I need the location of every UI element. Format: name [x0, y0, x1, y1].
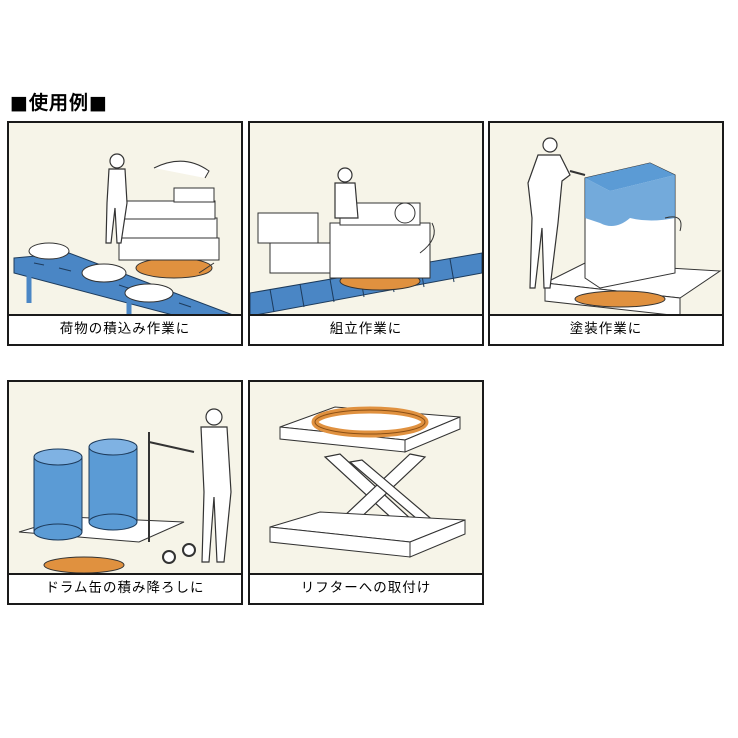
panel-caption: ドラム缶の積み降ろしに — [9, 573, 241, 603]
usage-panel-assembly: 組立作業に — [248, 121, 484, 346]
drum-illustration — [18, 408, 232, 574]
usage-panel-loading: 荷物の積込み作業に — [7, 121, 243, 346]
panel-caption: 荷物の積込み作業に — [9, 314, 241, 344]
panel-caption: 塗装作業に — [490, 314, 722, 344]
assembly-illustration — [250, 167, 482, 316]
usage-panel-lifter: リフターへの取付け — [248, 380, 484, 605]
painting-illustration — [527, 137, 722, 316]
section-heading: ■使用例■ — [10, 92, 108, 114]
lifter-illustration — [269, 406, 466, 558]
panel-caption: リフターへの取付け — [250, 573, 482, 603]
panel-caption: 組立作業に — [250, 314, 482, 344]
loading-illustration — [13, 153, 238, 316]
usage-panel-painting: 塗装作業に — [488, 121, 724, 346]
usage-panel-drums: ドラム缶の積み降ろしに — [7, 380, 243, 605]
